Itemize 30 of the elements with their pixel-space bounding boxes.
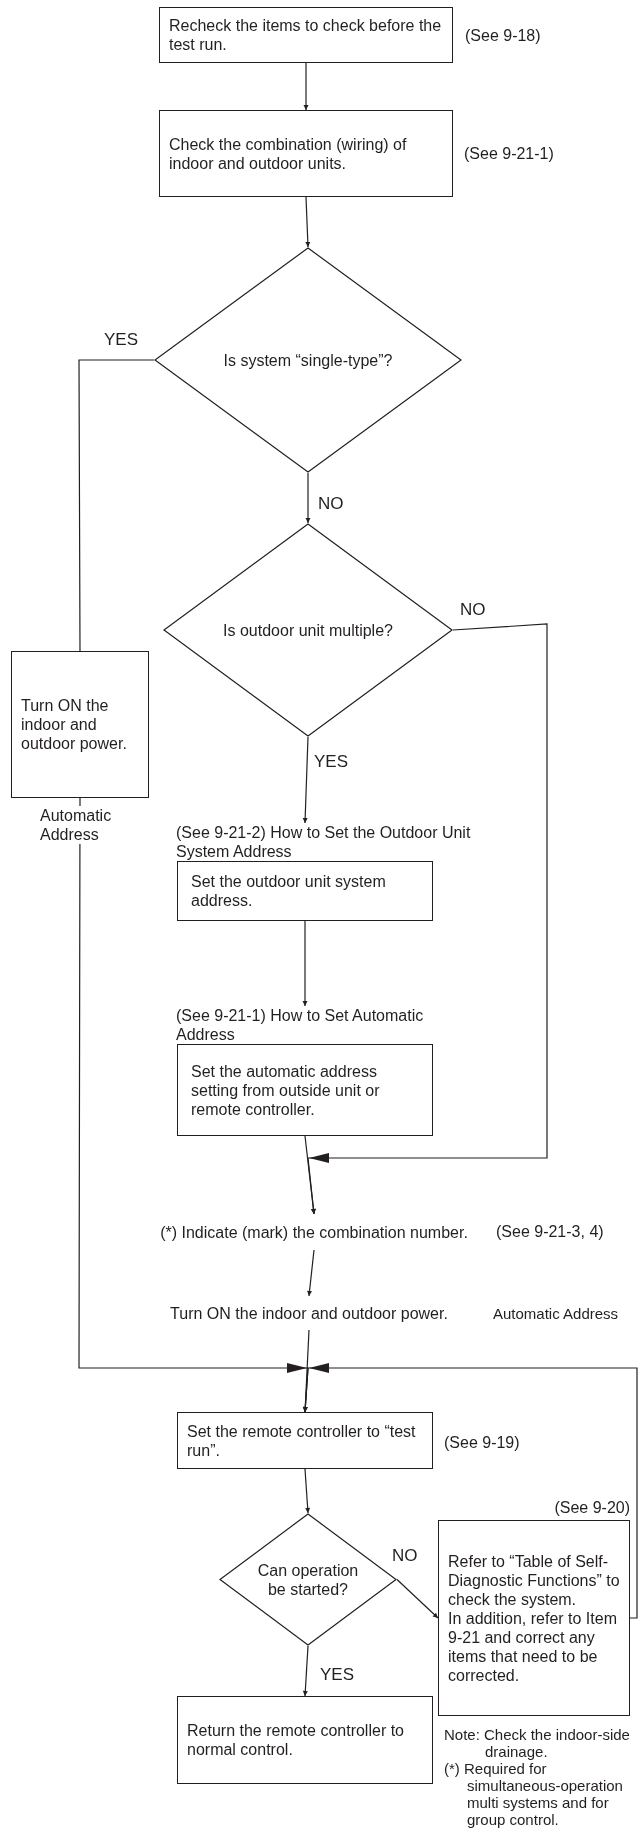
footnote: (*) Required for simultaneous-operation multi systems and for group control. (444, 1760, 624, 1828)
box-heading: (See 9-21-2) How to Set the Outdoor Unit System Address (176, 823, 472, 861)
process-box (159, 7, 453, 63)
step-text: Refer to “Table of Self-Diagnostic Functions” to check the system. (448, 1551, 620, 1609)
box-heading: (See 9-21-1) How to Set Automatic Address (176, 1006, 425, 1044)
step-text: Check the combination (wiring) of indoor and outdoor units. (169, 134, 408, 173)
step-text: In addition, refer to Item 9-21 and correct any items that need to be corrected. (448, 1608, 618, 1685)
process-box (159, 110, 453, 197)
question-text: Is outdoor unit multiple? (223, 620, 393, 640)
question-text: Can operation be started? (256, 1560, 360, 1599)
reference-note: (See 9-21-1) (464, 144, 555, 163)
step-text: Recheck the items to check before the test run. (169, 16, 443, 54)
reference-note: (See 9-21-3, 4) (496, 1222, 605, 1241)
step-text: Turn ON the indoor and outdoor power. (170, 1303, 448, 1323)
reference-note: Automatic Address (493, 1304, 620, 1323)
process-box (177, 1412, 433, 1469)
step-text: Set the remote controller to “test run”. (187, 1421, 417, 1460)
reference-note: (See 9-20) (553, 1498, 630, 1517)
step-text: Return the remote controller to normal control. (187, 1721, 405, 1759)
step-text: (*) Indicate (mark) the combination number. (160, 1222, 468, 1242)
question-text: Is system “single-type”? (223, 350, 393, 370)
reference-note: (See 9-18) (465, 26, 542, 45)
step-text: Turn ON the indoor and outdoor power. (21, 696, 128, 753)
process-box (11, 651, 149, 798)
process-box (438, 1520, 630, 1716)
step-text: Set the outdoor unit system address. (191, 872, 387, 910)
reference-note: (See 9-19) (444, 1433, 521, 1452)
process-box (177, 1696, 433, 1784)
footnote: Note: Check the indoor-side drainage. (444, 1726, 631, 1760)
step-text: Set the automatic address setting from outside unit or remote controller. (191, 1061, 381, 1119)
